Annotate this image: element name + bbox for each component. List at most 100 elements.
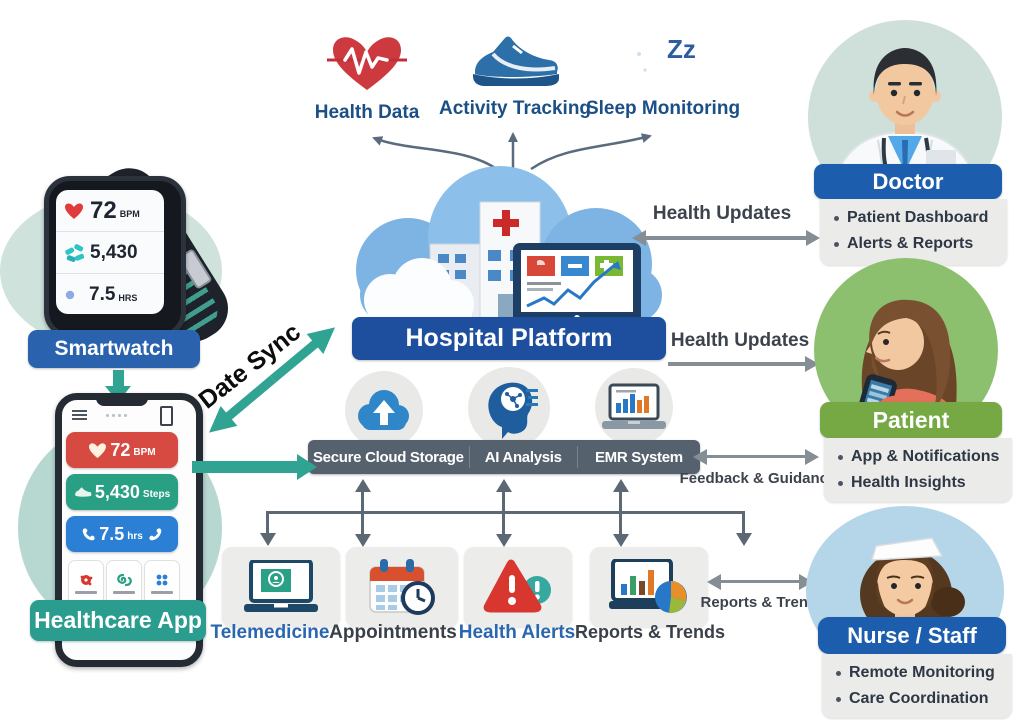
sleep-moon-icon: [65, 286, 75, 303]
sensor-sleep-monitoring: Zz Sleep Monitoring: [583, 28, 743, 120]
nurse-bullet-2: Care Coordination: [832, 686, 1012, 712]
connector-arrowhead: [496, 534, 512, 547]
connector-vertical: [502, 490, 505, 536]
flow-arrowhead: [806, 230, 820, 246]
nurse-info-card: Remote Monitoring Care Coordination: [822, 654, 1012, 718]
watch-sleep-row: 7.5 HRS: [56, 274, 164, 314]
heart-icon: [89, 442, 107, 458]
connector-arrowhead: [260, 533, 276, 546]
menu-icon[interactable]: [72, 410, 87, 420]
zz-glyph: Zz: [667, 34, 696, 64]
watch-to-app-arrow: [113, 370, 124, 387]
virus-icon: [80, 574, 93, 585]
app-bpm-value: 72: [110, 439, 131, 460]
sensor-label: Sleep Monitoring: [585, 98, 741, 119]
flow-health-updates-patient: Health Updates: [670, 330, 810, 351]
mini-app-button-2[interactable]: [106, 560, 142, 606]
service-secure-cloud-storage: Secure Cloud Storage: [312, 448, 464, 466]
phone-call-icon: [82, 527, 95, 540]
app-bpm-unit: BPM: [133, 447, 156, 458]
connector-arrowhead: [736, 533, 752, 546]
telemedicine-card: [222, 547, 340, 627]
patient-bullet-1: App & Notifications: [834, 444, 1012, 470]
connector-arrowhead: [613, 534, 629, 547]
telemedicine-label: Telemedicine: [210, 622, 330, 643]
health-alerts-label: Health Alerts: [458, 622, 576, 643]
flow-arrow-line: [706, 455, 806, 458]
sensor-label: Health Data: [314, 102, 420, 123]
dashboard-monitor-icon: [513, 243, 641, 323]
phone-status-dots: [106, 414, 127, 417]
ai-analysis-circle: [468, 367, 550, 449]
flow-arrow-line: [668, 362, 806, 366]
connector-horizontal-line: [266, 511, 745, 514]
app-sleep-card[interactable]: 7.5 hrs: [66, 516, 178, 552]
connector-arrowhead: [355, 479, 371, 492]
connector-drop-right: [742, 511, 745, 535]
watch-bpm-unit: BPM: [119, 208, 140, 219]
grid-dots-icon: [156, 574, 168, 585]
watch-sleep-unit: HRS: [118, 292, 138, 303]
sensor-activity-tracking: Activity Tracking: [435, 28, 595, 120]
healthcare-app-label: Healthcare App: [30, 600, 206, 641]
phone-call-icon: [149, 527, 162, 540]
steps-icon: [65, 243, 84, 262]
services-bar: Secure Cloud Storage AI Analysis EMR Sys…: [308, 440, 700, 474]
charts-pie-icon: [609, 559, 687, 614]
flow-arrowhead: [707, 574, 721, 590]
ai-head-icon: [488, 382, 538, 439]
sensor-label: Activity Tracking: [438, 98, 592, 119]
watch-heart-rate-row: 72 BPM: [56, 190, 164, 232]
shoe-icon: [75, 487, 92, 497]
app-steps-value: 5,430: [94, 481, 140, 502]
connector-arrowhead: [613, 479, 629, 492]
telemedicine-laptop-icon: [244, 560, 318, 612]
doctor-title: Doctor: [814, 164, 1002, 199]
hospital-platform-label: Hospital Platform: [352, 317, 666, 360]
flow-arrow-line: [645, 236, 807, 240]
app-heart-rate-card[interactable]: 72 BPM: [66, 432, 178, 468]
hospital-platform-cloud: [356, 166, 662, 330]
reports-trends-label: Reports & Trends: [575, 622, 726, 642]
app-sleep-value: 7.5: [99, 523, 125, 544]
warning-icon: [483, 559, 551, 613]
flow-arrow-line: [720, 580, 800, 583]
emr-laptop-icon: [602, 383, 666, 429]
patient-illustration: [814, 258, 998, 440]
reports-trends-card: [590, 547, 708, 627]
nurse-bullet-1: Remote Monitoring: [832, 660, 1012, 686]
app-steps-card[interactable]: 5,430 Steps: [66, 474, 178, 510]
doctor-bullet-1: Patient Dashboard: [830, 205, 1007, 231]
flow-arrowhead: [693, 449, 707, 465]
data-sync-arrow: [209, 327, 335, 433]
app-to-services-arrowhead: [297, 454, 317, 480]
phone-notch: [96, 396, 148, 406]
service-emr-system: EMR System: [594, 448, 683, 466]
connector-arrowhead: [496, 479, 512, 492]
connector-vertical: [361, 490, 364, 536]
flow-reports-trends: Reports & Trends: [700, 594, 826, 611]
patient-bullet-2: Health Insights: [834, 470, 1012, 496]
nurse-title: Nurse / Staff: [818, 617, 1006, 654]
connector-vertical: [619, 490, 622, 536]
moon-icon: Zz: [629, 30, 696, 90]
sensor-connector-arrows: [372, 132, 652, 172]
mini-app-button-3[interactable]: [144, 560, 180, 606]
patient-info-card: App & Notifications Health Insights: [824, 438, 1012, 502]
watch-sleep-value: 7.5: [89, 283, 116, 305]
battery-icon: [160, 406, 173, 426]
service-ai-analysis: AI Analysis: [484, 448, 562, 466]
doctor-info-card: Patient Dashboard Alerts & Reports: [820, 199, 1007, 265]
smartwatch-label: Smartwatch: [28, 330, 200, 368]
doctor-bullet-2: Alerts & Reports: [830, 231, 1007, 257]
mini-app-button-1[interactable]: [68, 560, 104, 606]
cloud-upload-icon: [358, 390, 409, 430]
sneaker-icon: [473, 36, 559, 86]
calendar-clock-icon: [369, 559, 435, 615]
patient-title: Patient: [820, 402, 1002, 438]
appointments-label: Appointments: [329, 622, 457, 643]
app-steps-unit: Steps: [142, 489, 171, 500]
heart-ecg-icon: [327, 37, 407, 90]
connector-drop-left: [266, 511, 269, 535]
appointments-card: [346, 547, 458, 627]
